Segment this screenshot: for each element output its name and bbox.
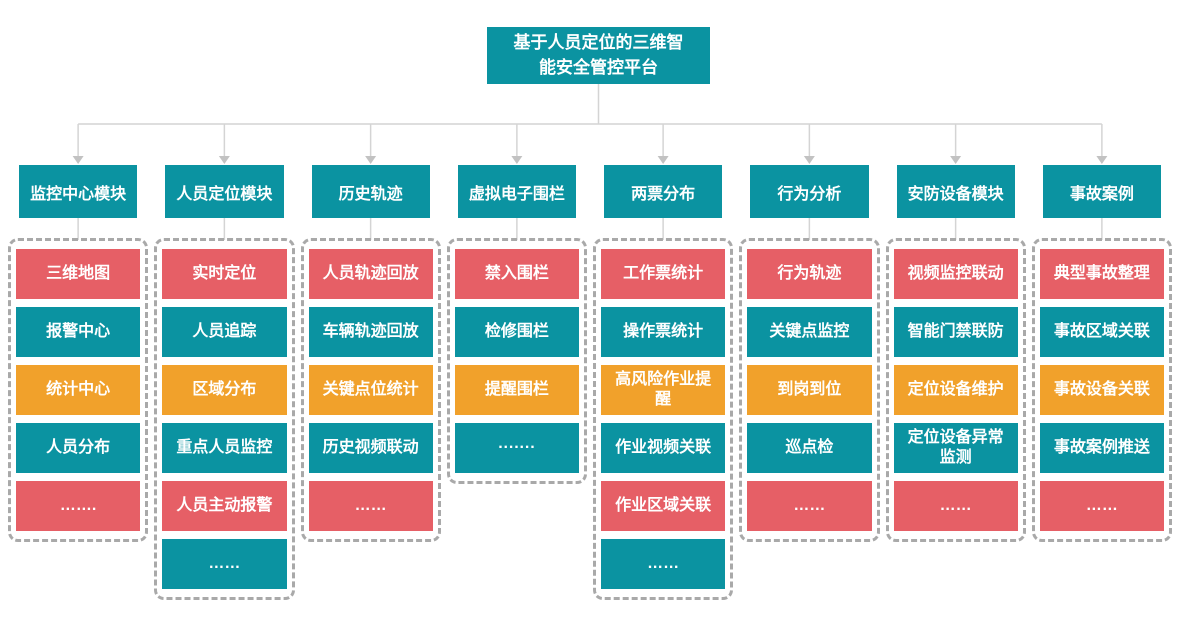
module-group: 工作票统计操作票统计高风险作业提 醒作业视频关联作业区域关联 …… <box>593 238 734 600</box>
module-column-2: 人员定位模块实时定位人员追踪区域分布重点人员监控人员主动报警 …… <box>154 165 295 600</box>
module-group: 人员轨迹回放车辆轨迹回放关键点位统计历史视频联动 …… <box>300 238 441 542</box>
module-item: 操作票统计 <box>601 307 726 357</box>
module-group: 实时定位人员追踪区域分布重点人员监控人员主动报警 …… <box>154 238 295 600</box>
module-item: 事故区域关联 <box>1039 307 1164 357</box>
module-item: 典型事故整理 <box>1039 249 1164 299</box>
module-item: …… <box>893 481 1018 531</box>
module-item: 区域分布 <box>162 365 287 415</box>
module-header: 人员定位模块 <box>165 165 284 218</box>
module-column-7: 安防设备模块视频监控联动智能门禁联防定位设备维护定位设备异常 监测 …… <box>885 165 1026 600</box>
module-column-6: 行为分析行为轨迹关键点监控到岗到位巡点检 …… <box>739 165 880 600</box>
module-group: 禁入围栏检修围栏提醒围栏 ······· <box>446 238 587 484</box>
module-item: 作业区域关联 <box>601 481 726 531</box>
module-header: 事故案例 <box>1042 165 1161 218</box>
module-item: 关键点位统计 <box>308 365 433 415</box>
module-item: …… <box>1039 481 1164 531</box>
module-column-8: 事故案例典型事故整理事故区域关联事故设备关联事故案例推送 …… <box>1031 165 1172 600</box>
module-item: 定位设备维护 <box>893 365 1018 415</box>
module-item: 车辆轨迹回放 <box>308 307 433 357</box>
module-group: 典型事故整理事故区域关联事故设备关联事故案例推送 …… <box>1031 238 1172 542</box>
module-item: 智能门禁联防 <box>893 307 1018 357</box>
module-group: 视频监控联动智能门禁联防定位设备维护定位设备异常 监测 …… <box>885 238 1026 542</box>
module-header: 行为分析 <box>750 165 869 218</box>
module-header: 虚拟电子围栏 <box>457 165 576 218</box>
module-column-3: 历史轨迹人员轨迹回放车辆轨迹回放关键点位统计历史视频联动 …… <box>300 165 441 600</box>
module-item: 视频监控联动 <box>893 249 1018 299</box>
module-header: 两票分布 <box>604 165 723 218</box>
module-item: 禁入围栏 <box>454 249 579 299</box>
module-item: 人员分布 <box>16 423 141 473</box>
module-item: …… <box>747 481 872 531</box>
module-item: 三维地图 <box>16 249 141 299</box>
module-item: 事故设备关联 <box>1039 365 1164 415</box>
module-group: 三维地图报警中心统计中心人员分布 ……. <box>8 238 149 542</box>
module-column-5: 两票分布工作票统计操作票统计高风险作业提 醒作业视频关联作业区域关联 …… <box>593 165 734 600</box>
module-columns: 监控中心模块三维地图报警中心统计中心人员分布 ……. 人员定位模块实时定位人员追踪区… <box>8 165 1172 600</box>
module-item: ……. <box>16 481 141 531</box>
root-node: 基于人员定位的三维智 能安全管控平台 <box>487 27 710 84</box>
module-item: …… <box>162 539 287 589</box>
module-item: 检修围栏 <box>454 307 579 357</box>
module-item: 重点人员监控 <box>162 423 287 473</box>
module-item: 作业视频关联 <box>601 423 726 473</box>
module-item: 人员主动报警 <box>162 481 287 531</box>
module-item: 实时定位 <box>162 249 287 299</box>
module-item: 定位设备异常 监测 <box>893 423 1018 473</box>
module-group: 行为轨迹关键点监控到岗到位巡点检 …… <box>739 238 880 542</box>
module-item: ······· <box>454 423 579 473</box>
module-item: 巡点检 <box>747 423 872 473</box>
module-item: 人员追踪 <box>162 307 287 357</box>
module-item: 到岗到位 <box>747 365 872 415</box>
module-column-4: 虚拟电子围栏禁入围栏检修围栏提醒围栏 ······· <box>446 165 587 600</box>
module-item: 高风险作业提 醒 <box>601 365 726 415</box>
module-item: 历史视频联动 <box>308 423 433 473</box>
module-item: 报警中心 <box>16 307 141 357</box>
module-item: …… <box>308 481 433 531</box>
module-column-1: 监控中心模块三维地图报警中心统计中心人员分布 ……. <box>8 165 149 600</box>
module-header: 历史轨迹 <box>311 165 430 218</box>
module-item: 统计中心 <box>16 365 141 415</box>
module-item: …… <box>601 539 726 589</box>
module-item: 提醒围栏 <box>454 365 579 415</box>
module-header: 安防设备模块 <box>896 165 1015 218</box>
module-header: 监控中心模块 <box>19 165 138 218</box>
module-item: 关键点监控 <box>747 307 872 357</box>
module-item: 事故案例推送 <box>1039 423 1164 473</box>
module-item: 工作票统计 <box>601 249 726 299</box>
module-item: 行为轨迹 <box>747 249 872 299</box>
module-item: 人员轨迹回放 <box>308 249 433 299</box>
